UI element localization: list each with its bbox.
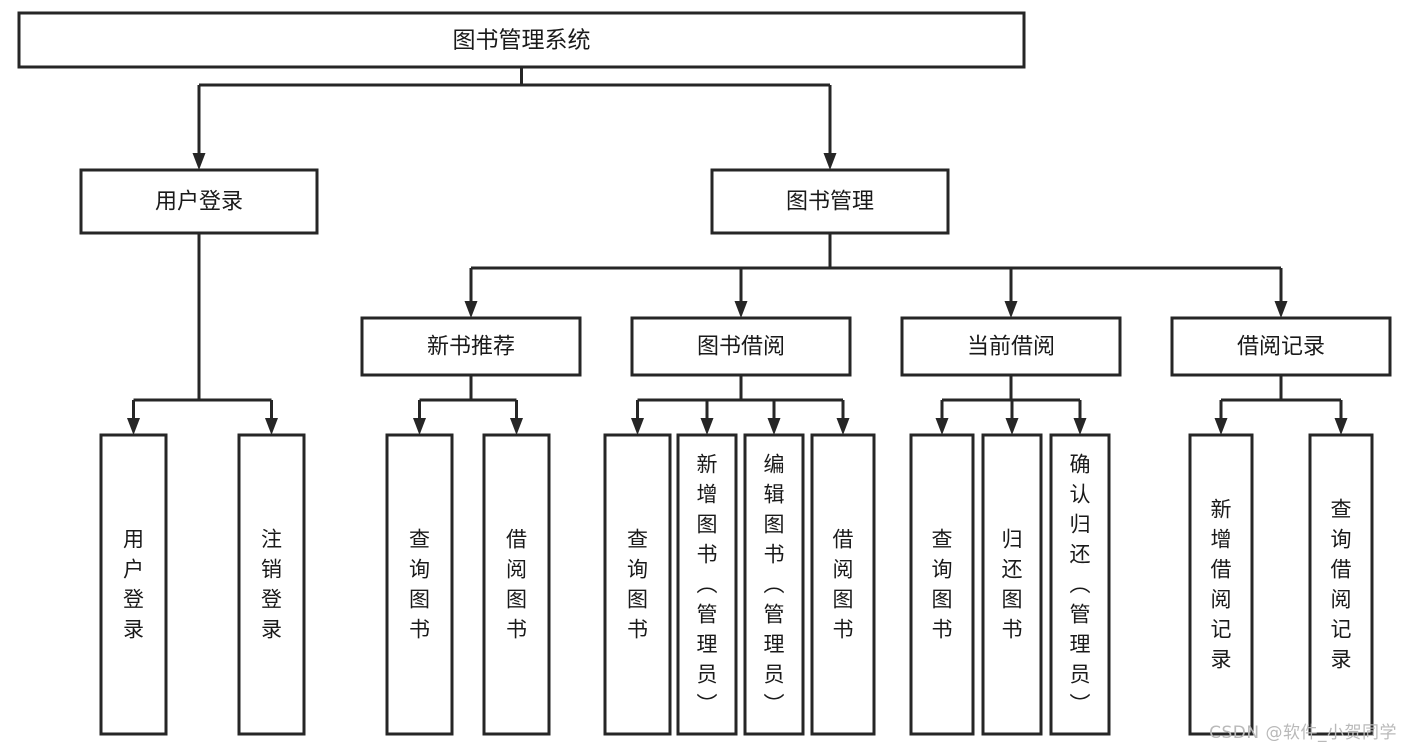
node-box: [17, 11, 1026, 69]
node-leaf-nb-borrow[interactable]: 借阅图书: [482, 433, 551, 736]
node-leaf-bb-borrow[interactable]: 借阅图书: [810, 433, 876, 736]
node-label: 用户登录: [123, 528, 144, 642]
node-box: [482, 433, 551, 736]
node-leaf-bb-edit[interactable]: 编辑图书︵管理员︶: [743, 433, 805, 736]
arrow-head: [1334, 418, 1348, 435]
node-box: [1188, 433, 1254, 736]
node-leaf-br-query[interactable]: 查询借阅记录: [1308, 433, 1374, 736]
node-leaf-br-add[interactable]: 新增借阅记录: [1188, 433, 1254, 736]
node-box: [810, 433, 876, 736]
node-box: [710, 168, 950, 235]
node-label: 图书借阅: [697, 335, 785, 360]
arrow-head: [510, 418, 523, 435]
arrow-head: [935, 418, 949, 435]
node-box: [981, 433, 1043, 736]
node-book-borrow[interactable]: 图书借阅: [630, 316, 852, 377]
node-leaf-cb-query[interactable]: 查询图书: [909, 433, 975, 736]
node-label: 借阅记录: [1237, 335, 1325, 360]
node-box: [1049, 433, 1111, 736]
node-new-book-rec[interactable]: 新书推荐: [360, 316, 582, 377]
node-box: [630, 316, 852, 377]
node-label: 当前借阅: [967, 335, 1055, 360]
node-layer: 图书管理系统用户登录图书管理新书推荐图书借阅当前借阅借阅记录用户登录注销登录查询…: [17, 11, 1392, 736]
node-box: [743, 433, 805, 736]
node-leaf-user-login[interactable]: 用户登录: [99, 433, 168, 736]
node-box: [79, 168, 319, 235]
node-box: [360, 316, 582, 377]
node-label: 图书管理: [786, 190, 874, 215]
node-box: [603, 433, 672, 736]
node-book-mgmt[interactable]: 图书管理: [710, 168, 950, 235]
arrow-head: [836, 418, 850, 435]
node-box: [900, 316, 1122, 377]
node-current-borrow[interactable]: 当前借阅: [900, 316, 1122, 377]
arrow-head: [464, 301, 478, 318]
node-borrow-record[interactable]: 借阅记录: [1170, 316, 1392, 377]
node-label: 新书推荐: [427, 335, 515, 360]
node-label: 查询借阅记录: [1331, 498, 1352, 672]
node-label: 新增借阅记录: [1211, 498, 1232, 672]
node-leaf-bb-add[interactable]: 新增图书︵管理员︶: [676, 433, 738, 736]
node-leaf-cb-confirm[interactable]: 确认归还︵管理员︶: [1049, 433, 1111, 736]
node-leaf-cb-return[interactable]: 归还图书: [981, 433, 1043, 736]
arrow-head: [1274, 301, 1288, 318]
arrow-head: [1004, 301, 1018, 318]
node-label: 借阅图书: [833, 528, 854, 642]
node-box: [99, 433, 168, 736]
node-label: 注销登录: [261, 528, 282, 642]
arrow-head: [700, 418, 714, 435]
arrow-head: [127, 418, 140, 435]
arrow-head: [1005, 418, 1019, 435]
node-leaf-nb-query[interactable]: 查询图书: [385, 433, 454, 736]
node-label: 借阅图书: [506, 528, 527, 642]
connector-layer: [127, 67, 1348, 435]
node-box: [1308, 433, 1374, 736]
node-label: 确认归还︵管理员︶: [1070, 453, 1091, 717]
node-label: 查询图书: [627, 528, 648, 642]
arrow-head: [265, 418, 278, 435]
node-label: 查询图书: [409, 528, 430, 642]
node-user-login[interactable]: 用户登录: [79, 168, 319, 235]
arrow-head: [1214, 418, 1228, 435]
node-box: [385, 433, 454, 736]
arrow-head: [734, 301, 748, 318]
node-label: 用户登录: [155, 190, 243, 215]
node-box: [676, 433, 738, 736]
arrow-head: [631, 418, 644, 435]
arrow-head: [767, 418, 781, 435]
watermark-text: CSDN @软件_小贺同学: [1209, 723, 1397, 743]
node-label: 归还图书: [1002, 528, 1023, 642]
arrow-head: [192, 153, 206, 170]
node-box: [909, 433, 975, 736]
arrow-head: [823, 153, 837, 170]
node-label: 图书管理系统: [453, 28, 591, 54]
node-root[interactable]: 图书管理系统: [17, 11, 1026, 69]
node-box: [1170, 316, 1392, 377]
node-leaf-bb-query[interactable]: 查询图书: [603, 433, 672, 736]
node-box: [237, 433, 306, 736]
arrow-head: [413, 418, 426, 435]
node-label: 新增图书︵管理员︶: [697, 453, 718, 717]
arrow-head: [1073, 418, 1087, 435]
node-leaf-user-logout[interactable]: 注销登录: [237, 433, 306, 736]
node-label: 编辑图书︵管理员︶: [764, 453, 785, 717]
node-label: 查询图书: [932, 528, 953, 642]
